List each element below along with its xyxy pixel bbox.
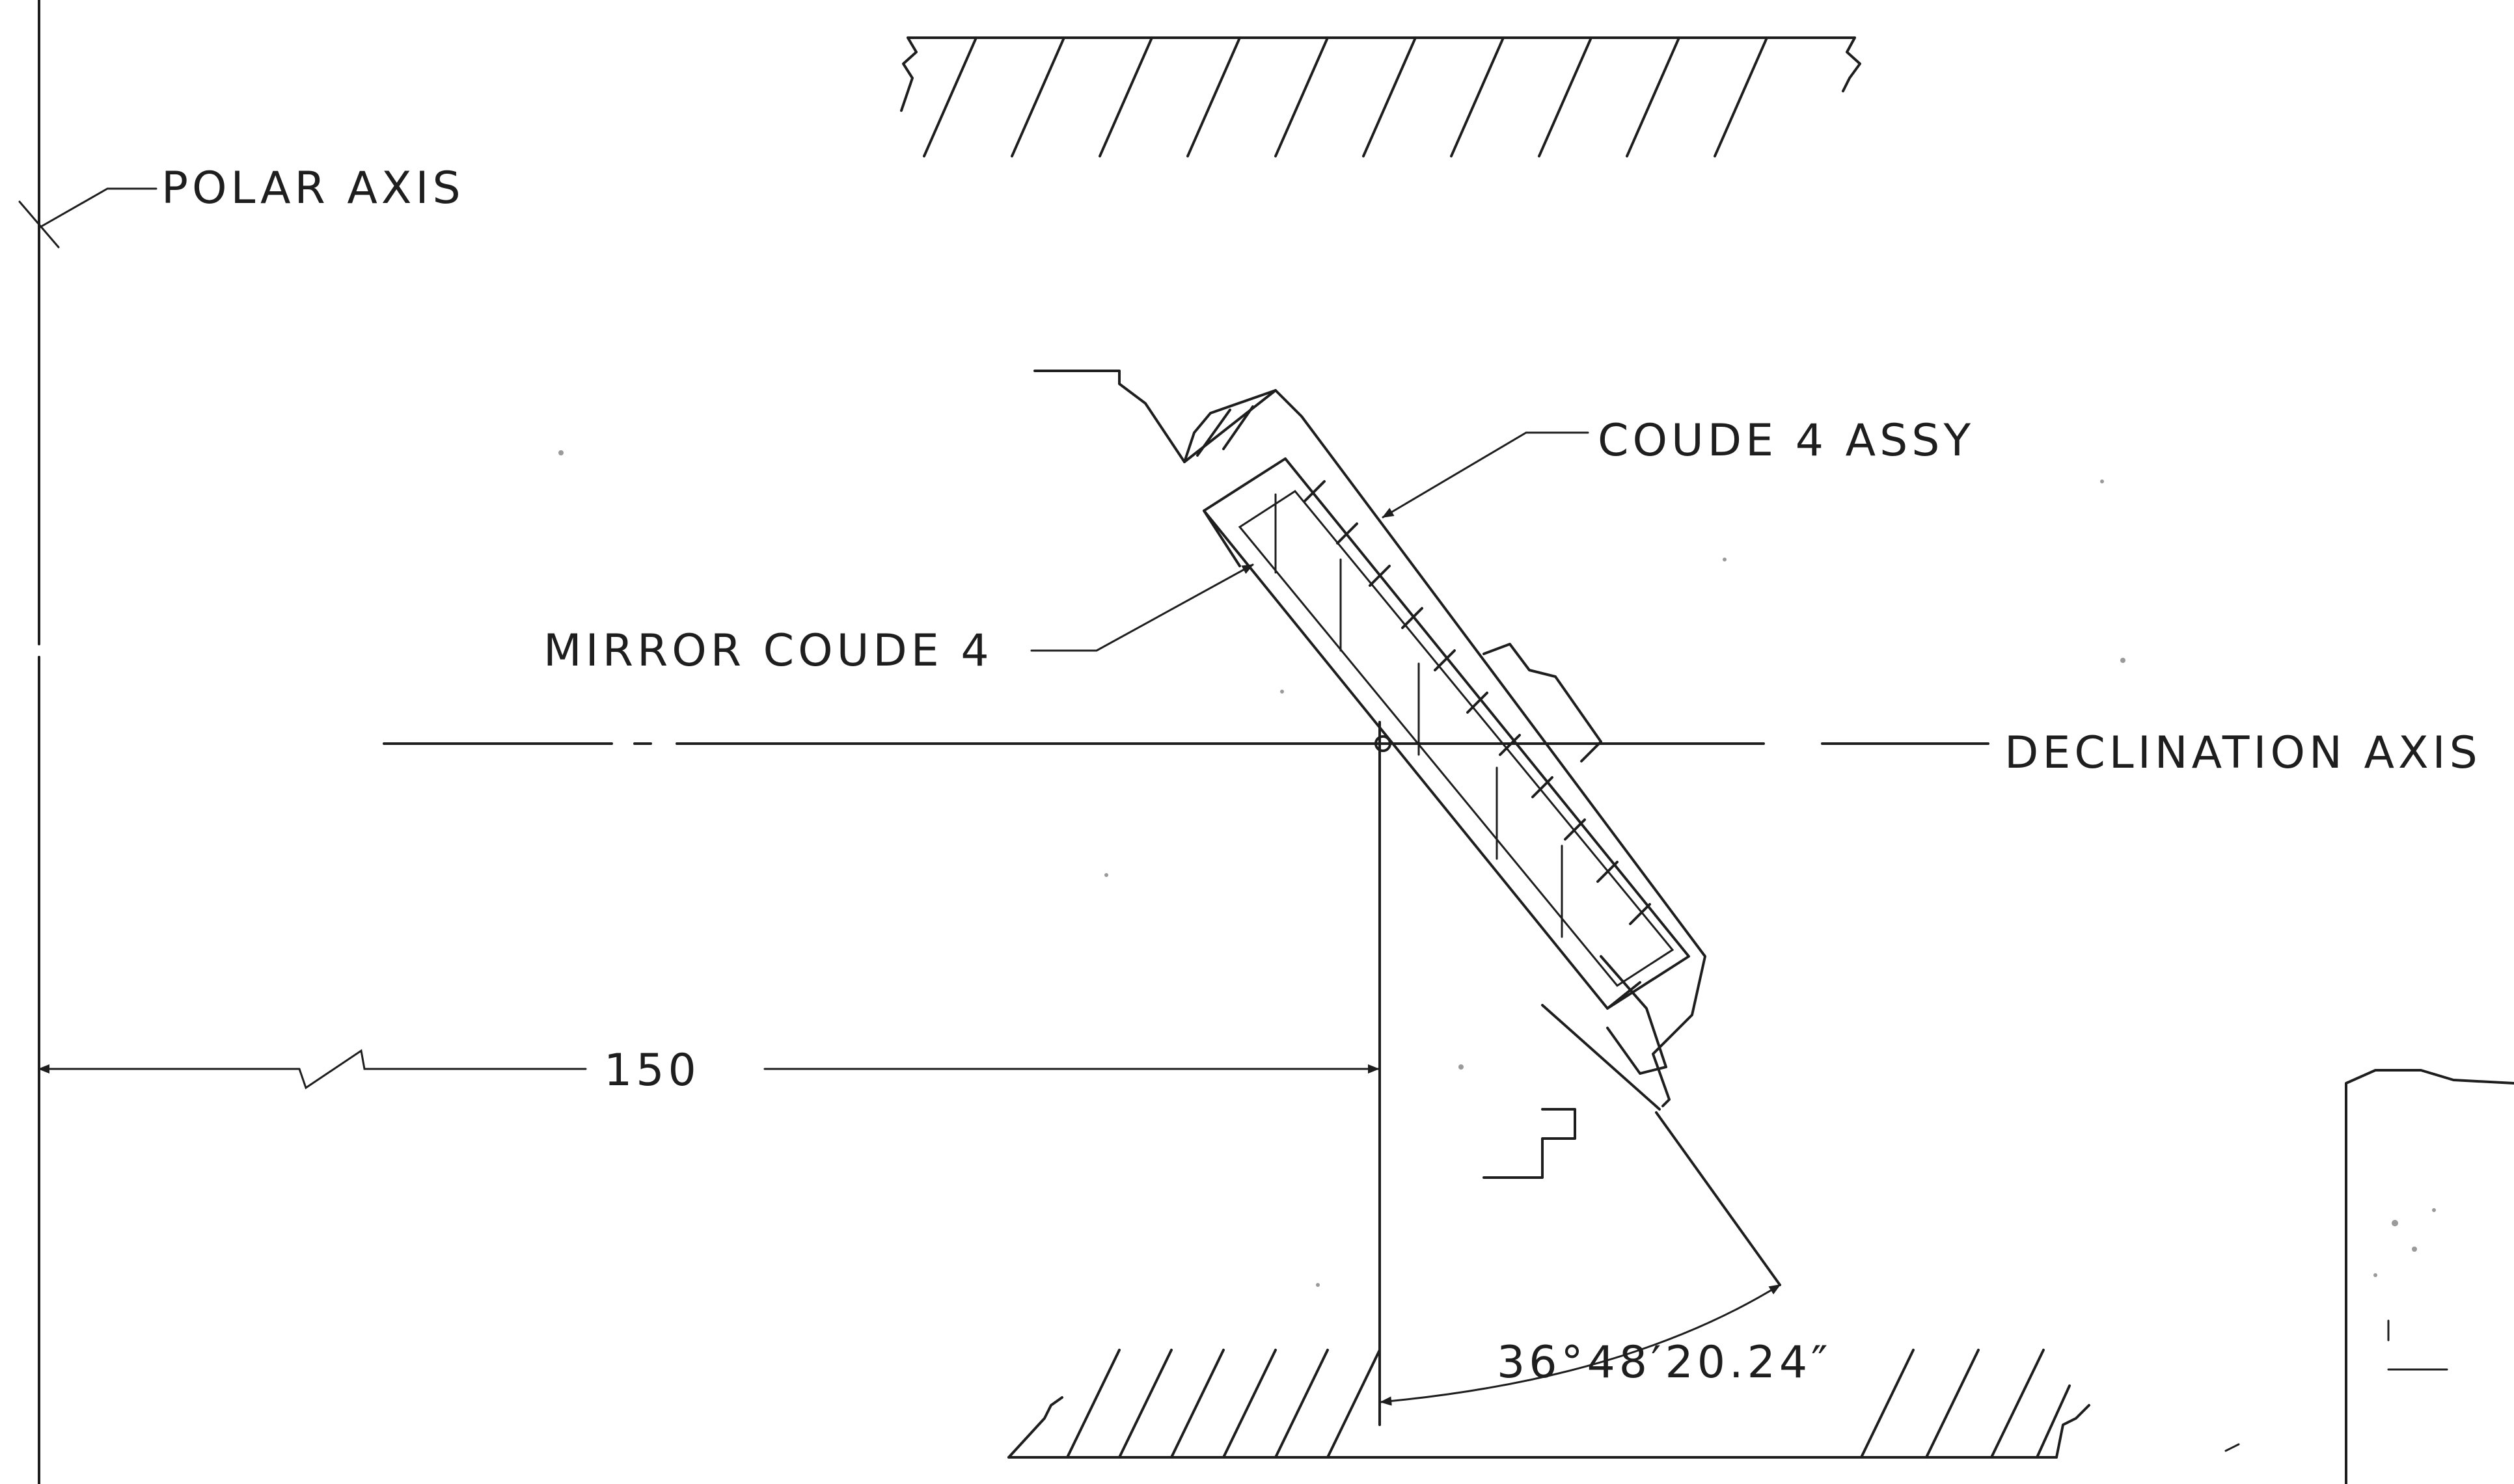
polar-axis-line: [18, 0, 60, 1484]
top-wall: [900, 36, 1861, 157]
mirror-leader: [1030, 563, 1254, 652]
angle-label: 36°48′20.24″: [1497, 1337, 1832, 1388]
coude-assy-label: COUDE 4 ASSY: [1598, 415, 1974, 466]
scan-noise: [558, 450, 2436, 1287]
polar-axis-label: POLAR AXIS: [161, 163, 465, 214]
pivot-point: [1374, 735, 1391, 752]
mirror-coude-4-cell: [1203, 457, 1690, 1010]
polar-axis-leader: [38, 187, 157, 229]
declination-axis-label: DECLINATION AXIS: [2004, 727, 2481, 779]
bottom-wall: [1007, 1349, 2090, 1459]
dimension-line-150: [38, 1049, 1380, 1090]
right-edge-frame: [2224, 1069, 2514, 1484]
mirror-label: MIRROR COUDE 4: [543, 625, 993, 677]
coude-4-housing: [1033, 370, 1781, 1286]
angle-dimension-arc: [1380, 1284, 1781, 1406]
dimension-150-label: 150: [604, 1045, 700, 1096]
coude-assy-leader: [1382, 431, 1589, 519]
